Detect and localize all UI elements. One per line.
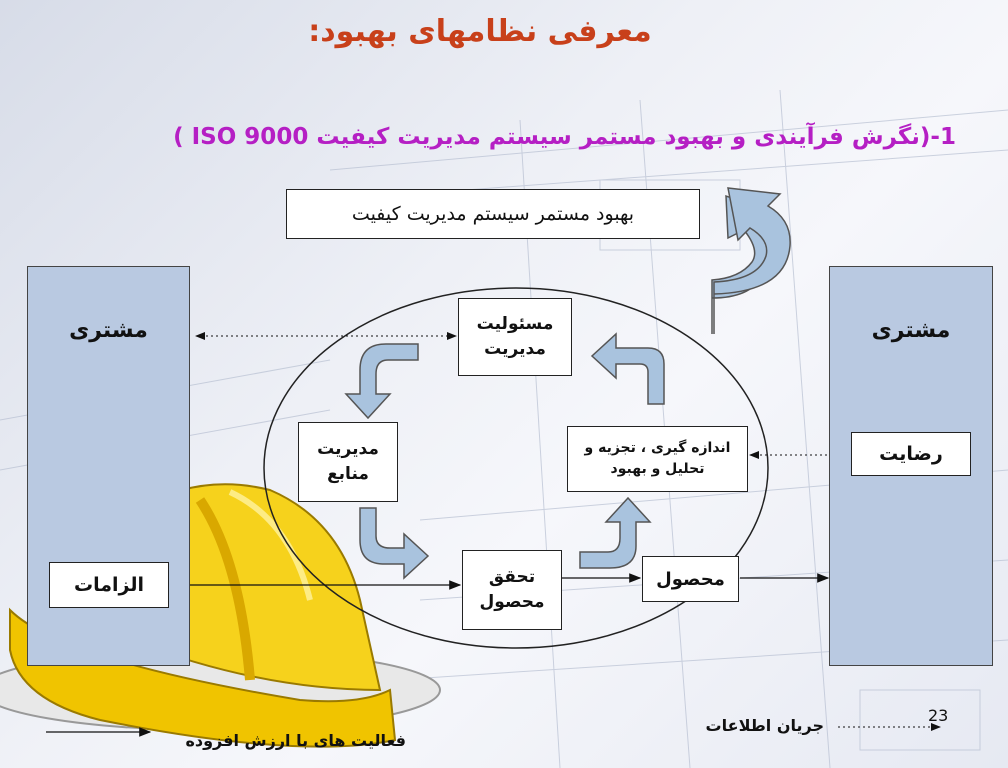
right-customer-label: مشتری [871,318,951,343]
hard-hat-image [0,483,441,748]
product-box: محصول [642,556,739,602]
management-responsibility-box: مسئولیت مدیریت [458,298,572,376]
page-number: 23 [928,706,949,725]
product-realization-box: تحقق محصول [462,550,562,630]
requirements-box: الزامات [49,562,169,608]
measurement-analysis-box: اندازه گیری ، تجزیه و تحلیل و بهبود [567,426,748,492]
arrow-resources-to-realization [359,507,430,580]
cycle-ellipse [263,287,769,649]
improvement-arrow-body [713,187,791,334]
arrow-realization-to-measurement [579,496,652,569]
improvement-box: بهبود مستمر سیستم مدیریت کیفیت [286,189,700,239]
arrow-management-to-resources [344,343,419,420]
slide-title: معرفی نظامهای بهبود: [308,14,652,49]
resource-management-box: مدیریت منابع [298,422,398,502]
legend-value-added-label: فعالیت های با ارزش افزوده [185,731,406,750]
satisfaction-box: رضایت [851,432,971,476]
legend-information-flow-label: جریان اطلاعات [705,716,824,735]
slide-subtitle: 1-(نگرش فرآیندی و بهبود مستمر سیستم مدیر… [173,124,956,150]
arrow-measurement-to-management [590,332,665,405]
left-customer-label: مشتری [69,318,148,343]
